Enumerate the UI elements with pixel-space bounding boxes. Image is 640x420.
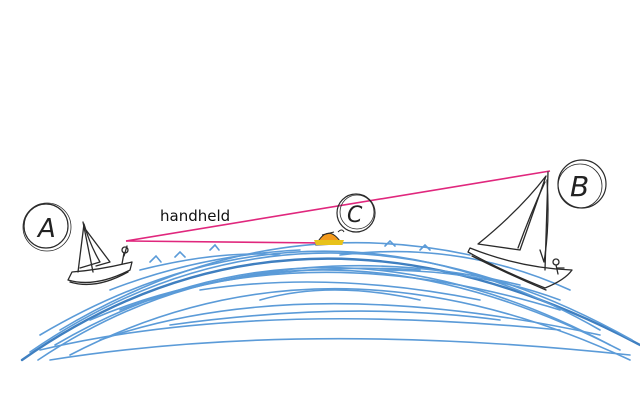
label-a: A xyxy=(36,214,56,244)
ocean-curve xyxy=(20,239,640,420)
sight-line-to-c xyxy=(125,240,329,244)
label-b-circle: B xyxy=(557,159,607,209)
handheld-label: handheld xyxy=(160,207,230,225)
label-b: B xyxy=(570,170,589,203)
label-c-circle: C xyxy=(336,193,376,233)
label-a-circle: A xyxy=(22,202,72,252)
label-c: C xyxy=(347,203,363,228)
buoy-icon xyxy=(314,229,345,246)
sailboat-icon xyxy=(67,221,133,286)
sailboat-icon xyxy=(467,171,573,291)
